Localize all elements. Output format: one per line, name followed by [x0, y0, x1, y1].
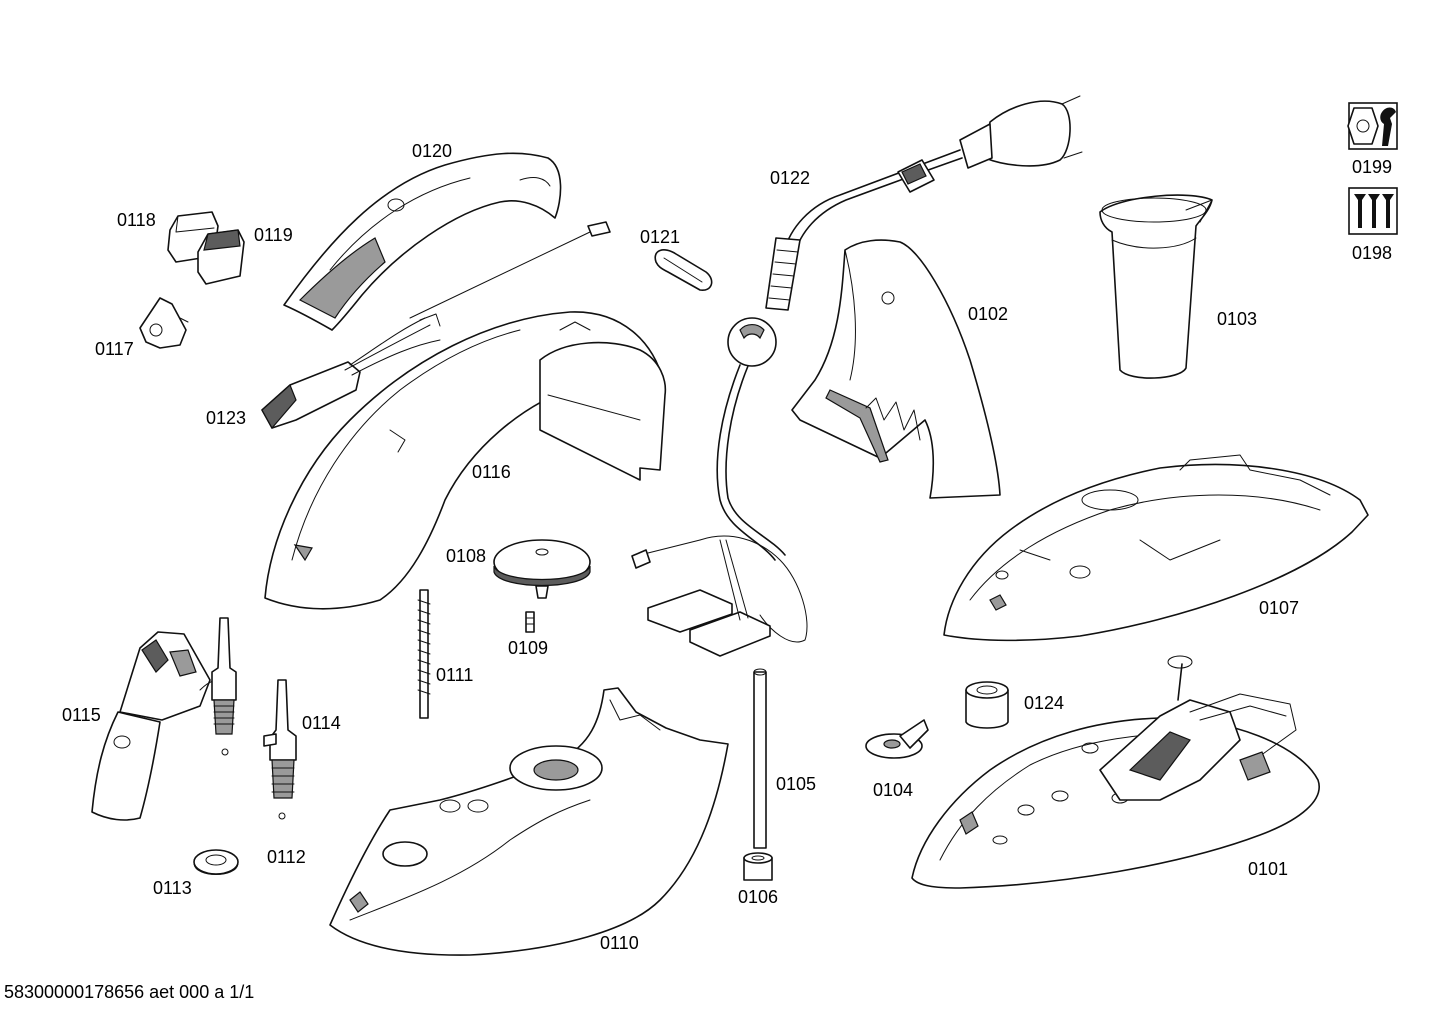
- part-0121-seal: [654, 249, 713, 291]
- wrench-nut-icon: [1347, 102, 1398, 150]
- part-0106-bushing: [743, 852, 773, 881]
- document-footer-id: 58300000178656 aet 000 a 1/1: [4, 982, 255, 1002]
- part-0117-knob: [139, 297, 189, 349]
- label-0107: 0107: [1259, 598, 1299, 618]
- label-0121: 0121: [640, 227, 680, 247]
- part-0123-electronic-module: [261, 221, 611, 430]
- label-0108: 0108: [446, 546, 486, 566]
- label-0119: 0119: [254, 225, 293, 245]
- part-0111-spring-rod: [417, 589, 431, 719]
- label-0123: 0123: [206, 408, 246, 428]
- part-0114-valve-spindle: [263, 679, 297, 799]
- part-0119-switch: [197, 229, 245, 285]
- label-0101: 0101: [1248, 859, 1288, 879]
- part-0102-heel-rest: [791, 239, 1001, 499]
- label-0118: 0118: [117, 210, 156, 230]
- screws-icon: [1348, 187, 1398, 235]
- label-0109: 0109: [508, 638, 548, 658]
- label-0122: 0122: [770, 168, 810, 188]
- label-0111: 0111: [436, 665, 473, 685]
- label-0199: 0199: [1352, 157, 1392, 177]
- part-0122-power-cord: [631, 95, 1083, 657]
- label-0106: 0106: [738, 887, 778, 907]
- part-0112-valve-spindle: [211, 617, 286, 820]
- label-0110: 0110: [600, 933, 639, 953]
- part-0120-handle-cover: [283, 152, 562, 331]
- part-0113-ring: [193, 849, 239, 875]
- label-0102: 0102: [968, 304, 1008, 324]
- label-0113: 0113: [153, 878, 192, 898]
- part-0115-steam-chamber: [91, 631, 225, 821]
- label-0117: 0117: [95, 339, 134, 359]
- part-0101-soleplate: [911, 655, 1320, 889]
- part-0105-rod: [753, 668, 767, 849]
- part-0104-disc: [865, 719, 929, 759]
- part-0108-disc: [493, 539, 591, 599]
- part-0107-iron-frame: [943, 454, 1369, 642]
- label-0114: 0114: [302, 713, 341, 733]
- label-0105: 0105: [776, 774, 816, 794]
- label-0120: 0120: [412, 141, 452, 161]
- label-0116: 0116: [472, 462, 511, 482]
- label-0198: 0198: [1352, 243, 1392, 263]
- label-0115: 0115: [62, 705, 101, 725]
- part-0103-measuring-cup: [1099, 194, 1213, 379]
- part-0116-housing: [264, 311, 667, 610]
- part-0124-cap: [965, 681, 1009, 729]
- label-0103: 0103: [1217, 309, 1257, 329]
- part-0110-body-shell: [329, 687, 729, 956]
- label-0104: 0104: [873, 780, 913, 800]
- part-0109-screw: [525, 611, 535, 633]
- label-0112: 0112: [267, 847, 306, 867]
- label-0124: 0124: [1024, 693, 1064, 713]
